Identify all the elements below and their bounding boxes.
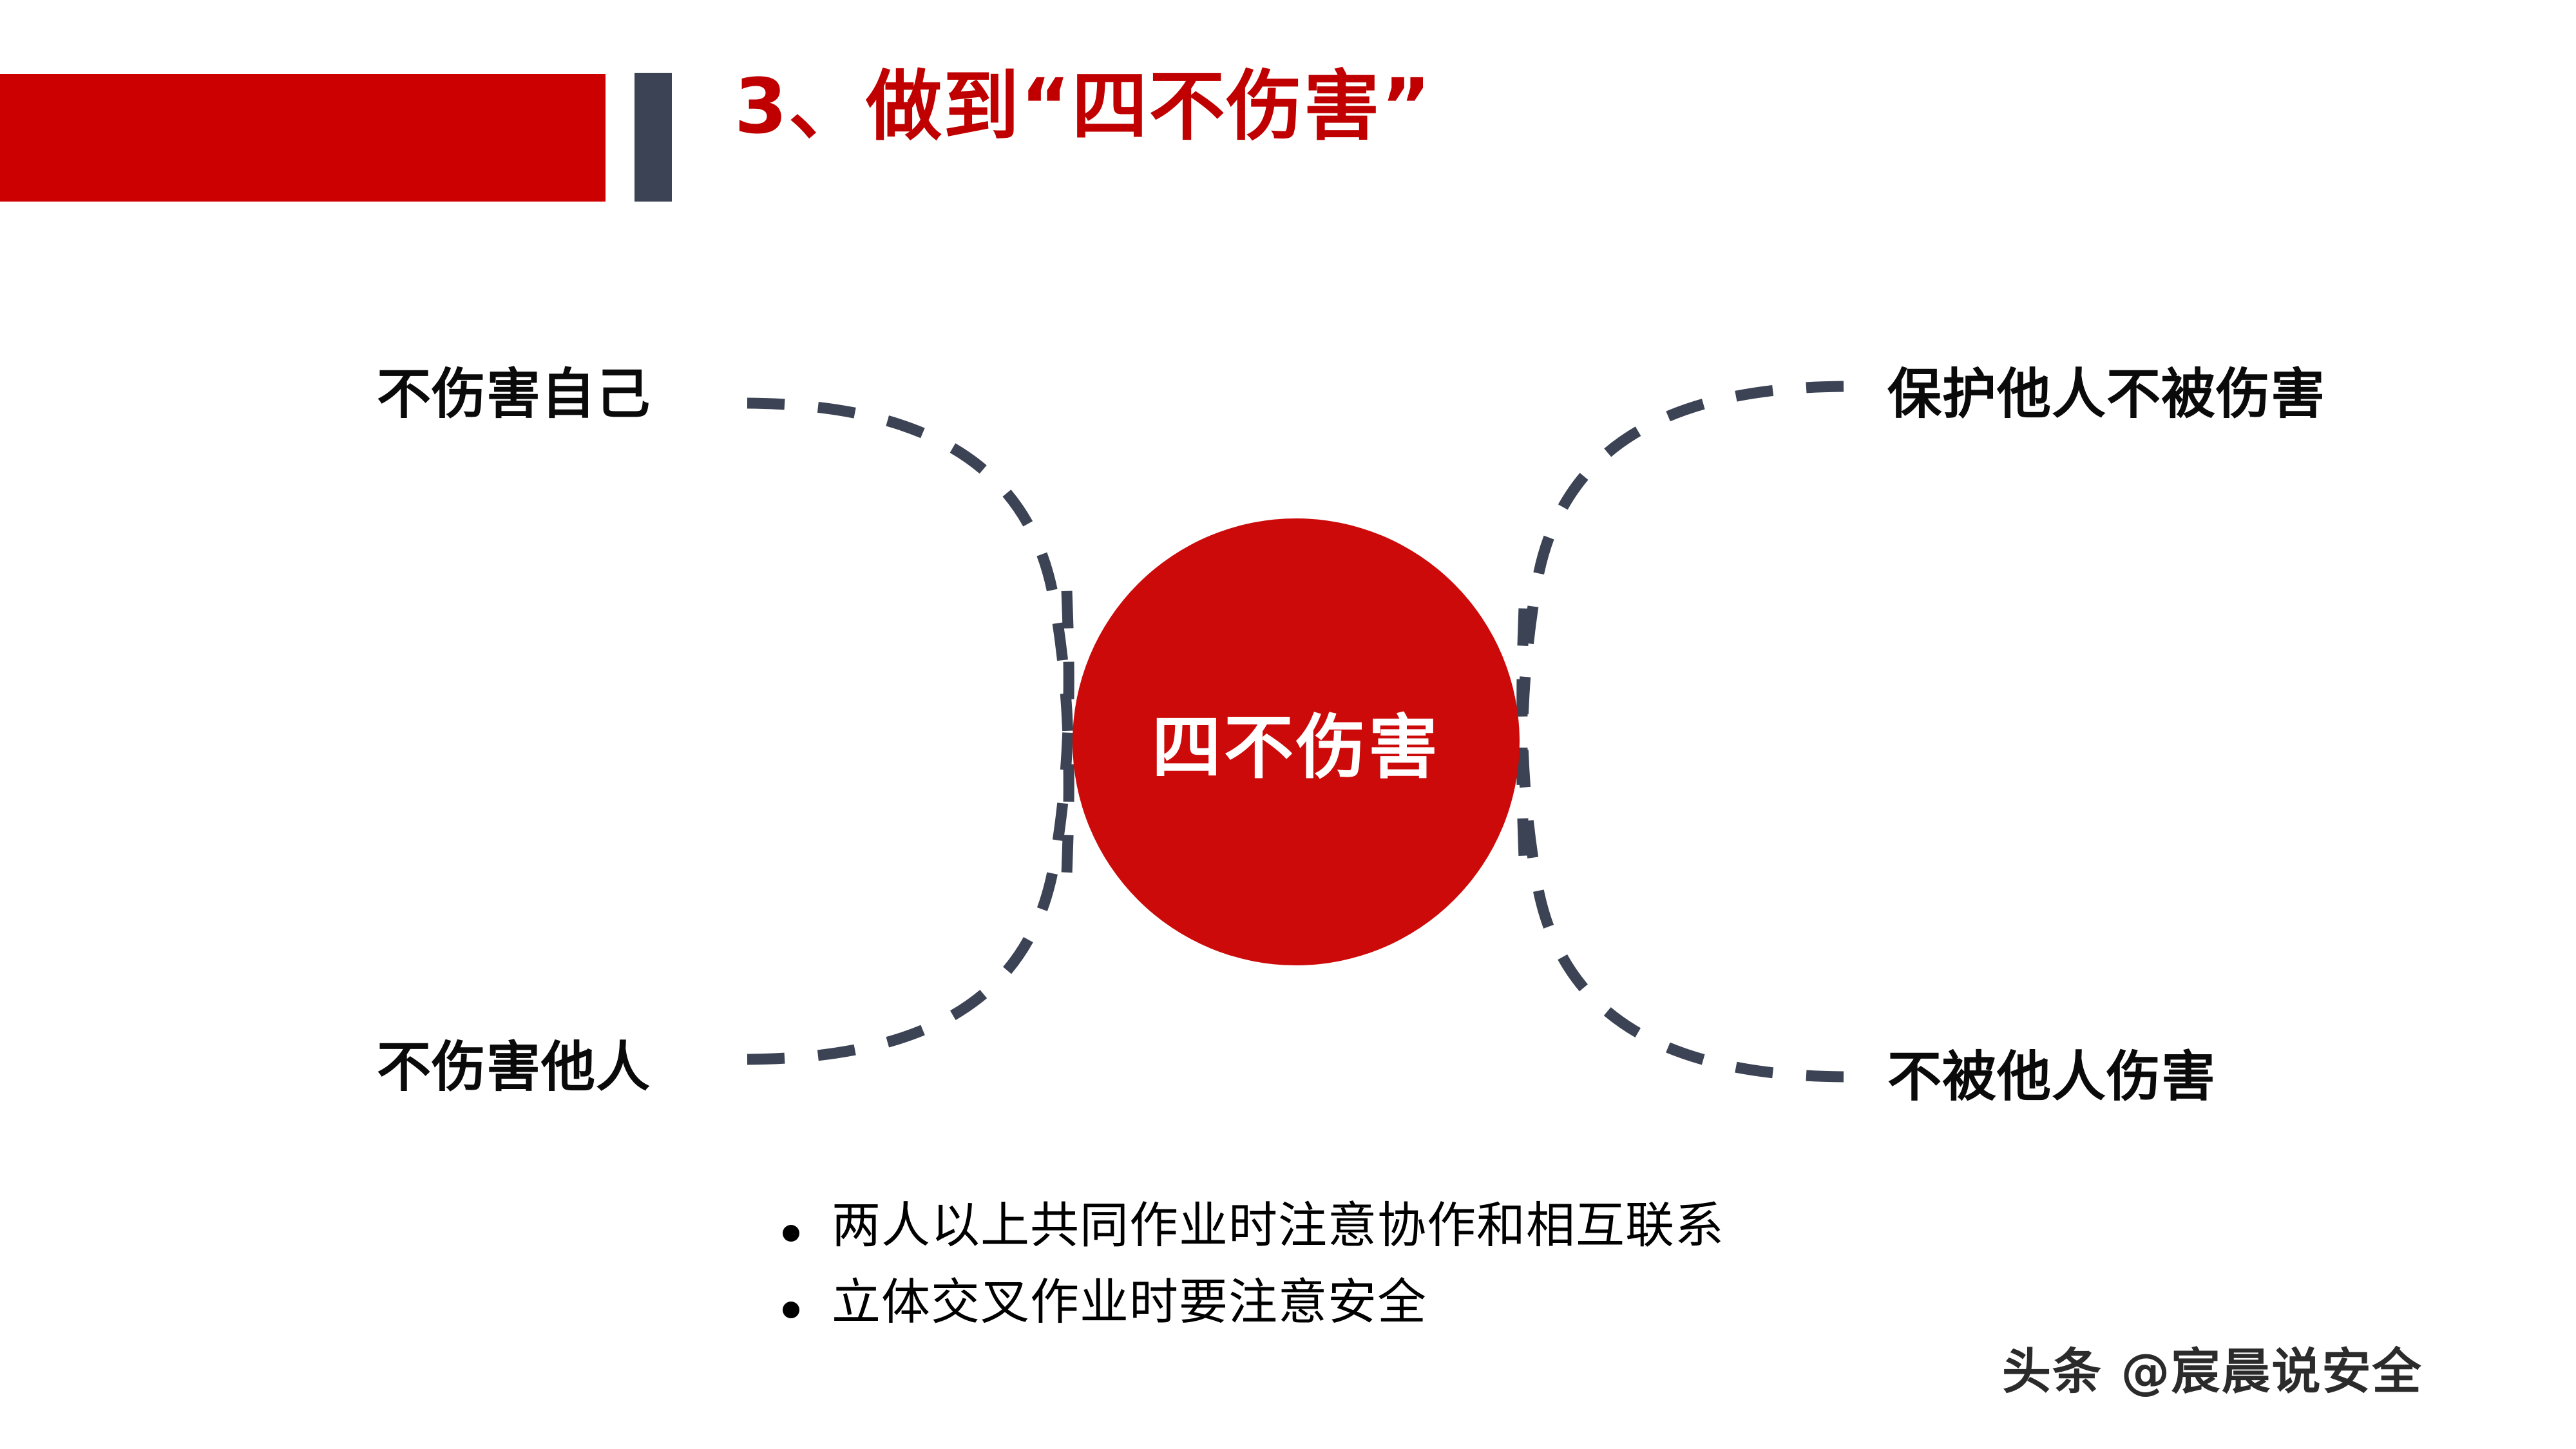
- connector-top-left: [747, 397, 1074, 905]
- note-text: 立体交叉作业时要注意安全: [832, 1273, 1427, 1331]
- watermark-text: 头条 @宸晨说安全: [2002, 1343, 2423, 1400]
- notes-list: 两人以上共同作业时注意协作和相互联系 立体交叉作业时要注意安全: [783, 1198, 1724, 1351]
- node-label-bottom-right: 不被他人伤害: [1887, 1045, 2217, 1108]
- header-red-block: [0, 74, 606, 202]
- node-label-top-left: 不伤害自己: [377, 363, 651, 426]
- node-label-bottom-left: 不伤害他人: [377, 1036, 651, 1099]
- bullet-dot-icon: [783, 1225, 799, 1242]
- header-accent-bar: [634, 73, 672, 202]
- list-item: 两人以上共同作业时注意协作和相互联系: [783, 1198, 1724, 1253]
- connector-top-right: [1516, 381, 1844, 889]
- bullet-dot-icon: [783, 1302, 799, 1319]
- center-node-circle: 四不伤害: [1073, 518, 1520, 965]
- connector-bottom-left: [747, 559, 1074, 1065]
- list-item: 立体交叉作业时要注意安全: [783, 1274, 1724, 1329]
- node-label-top-right: 保护他人不被伤害: [1887, 363, 2326, 426]
- center-node-label: 四不伤害: [1151, 708, 1440, 788]
- page-title: 3、做到“四不伤害”: [734, 62, 1433, 151]
- connector-bottom-right: [1516, 576, 1844, 1083]
- note-text: 两人以上共同作业时注意协作和相互联系: [832, 1197, 1724, 1254]
